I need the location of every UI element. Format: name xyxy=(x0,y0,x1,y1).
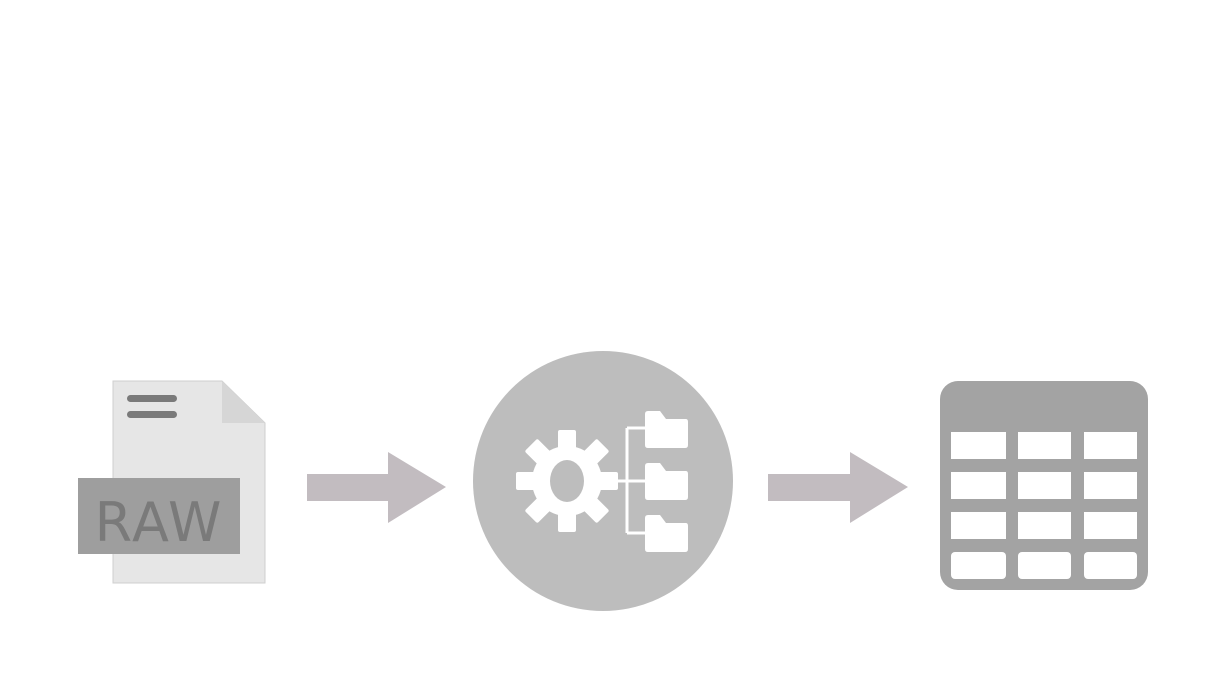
document-fold xyxy=(222,381,265,423)
table-cell xyxy=(1018,472,1071,499)
gear-tooth xyxy=(598,472,618,490)
table-cell xyxy=(1084,552,1137,579)
tree-lines xyxy=(614,426,645,535)
gear-tooth xyxy=(558,430,576,450)
gear-icon xyxy=(516,430,618,532)
raw-label-box xyxy=(78,478,240,554)
table-cell xyxy=(1018,512,1071,539)
raw-file-icon: RAW xyxy=(78,380,266,584)
document-line xyxy=(127,411,177,418)
table-cell xyxy=(1084,512,1137,539)
table-cell xyxy=(1018,552,1071,579)
gear-tooth xyxy=(516,472,536,490)
folder-icon xyxy=(645,515,688,552)
gear-folder-tree-icon xyxy=(473,351,733,611)
table-cell xyxy=(1018,432,1071,459)
arrow-right-icon xyxy=(768,452,908,523)
table-cell xyxy=(951,472,1006,499)
table-cell xyxy=(1084,432,1137,459)
table-icon xyxy=(940,381,1148,590)
document-line xyxy=(127,395,177,402)
folder-icon xyxy=(645,463,688,500)
raw-label: RAW xyxy=(95,491,224,554)
arrow-right-icon xyxy=(307,452,446,523)
table-cell xyxy=(951,552,1006,579)
gear-hole xyxy=(550,460,584,502)
gear-tooth xyxy=(558,512,576,532)
folder-icon xyxy=(645,411,688,448)
table-cell xyxy=(951,432,1006,459)
table-cell xyxy=(951,512,1006,539)
table-cell xyxy=(1084,472,1137,499)
